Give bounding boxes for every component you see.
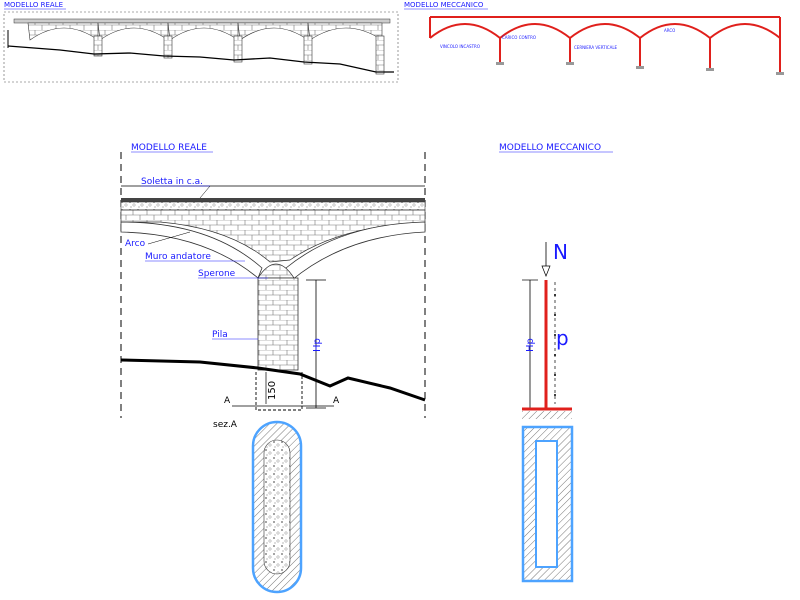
detail-mech-model: MODELLO MECCANICO N p Hp (499, 143, 613, 583)
top-real-model: MODELLO REALE (3, 1, 399, 83)
label-sperone: Sperone (198, 269, 236, 279)
section-label: sez.A (213, 420, 238, 430)
ground-line (120, 358, 426, 402)
top-mech-supports (496, 62, 784, 75)
detail-callouts: Soletta in c.a. Arco Muro andatore Spero… (125, 177, 268, 340)
pier-foundation (255, 372, 303, 411)
detail-real-model: MODELLO REALE Hp 150 A (120, 143, 426, 594)
top-mech-label-cerniera: CERNIERA VERTICALE (574, 45, 618, 50)
mech-hp-label: Hp (525, 338, 536, 352)
pier (257, 277, 299, 371)
fixed-support-hatch (522, 411, 572, 419)
top-mech-label-arco: ARCO (664, 28, 675, 33)
mech-section-inner (535, 440, 558, 568)
section-core (263, 439, 291, 575)
detail-real-title: MODELLO REALE (131, 143, 207, 153)
detail-mech-title: MODELLO MECCANICO (499, 143, 601, 153)
top-deck (13, 18, 391, 24)
hp-label: Hp (312, 338, 323, 352)
top-mech-model: MODELLO MECCANICO VINCOLO INCASTRO CARI (404, 1, 784, 75)
dim-150-label: 150 (267, 381, 278, 400)
top-ground-line (7, 45, 394, 73)
section-a-right: A (333, 396, 340, 406)
label-muro-andatore: Muro andatore (145, 252, 211, 262)
deck-slab (120, 201, 426, 211)
top-mech-frame (429, 16, 781, 72)
load-p-label: p (556, 326, 569, 350)
top-real-frame (3, 11, 399, 83)
top-mech-label-carico: CARICO CONTRO (502, 35, 536, 40)
label-soletta: Soletta in c.a. (141, 177, 203, 187)
top-real-title: MODELLO REALE (4, 1, 63, 9)
label-pila: Pila (212, 330, 228, 340)
section-a-left: A (224, 396, 231, 406)
top-piers (93, 35, 385, 75)
label-arco: Arco (125, 239, 146, 249)
distributed-load-arrows (554, 294, 556, 396)
section-a-drawing (251, 420, 303, 594)
top-mech-label-incastro: VINCOLO INCASTRO (440, 44, 480, 49)
mech-section-drawing (521, 425, 574, 583)
load-n-label: N (553, 240, 568, 264)
top-arches (27, 22, 383, 41)
top-mech-annotations: VINCOLO INCASTRO CARICO CONTRO CERNIERA … (440, 28, 675, 50)
top-mech-title: MODELLO MECCANICO (404, 1, 484, 9)
deck-top-layer (121, 198, 425, 202)
